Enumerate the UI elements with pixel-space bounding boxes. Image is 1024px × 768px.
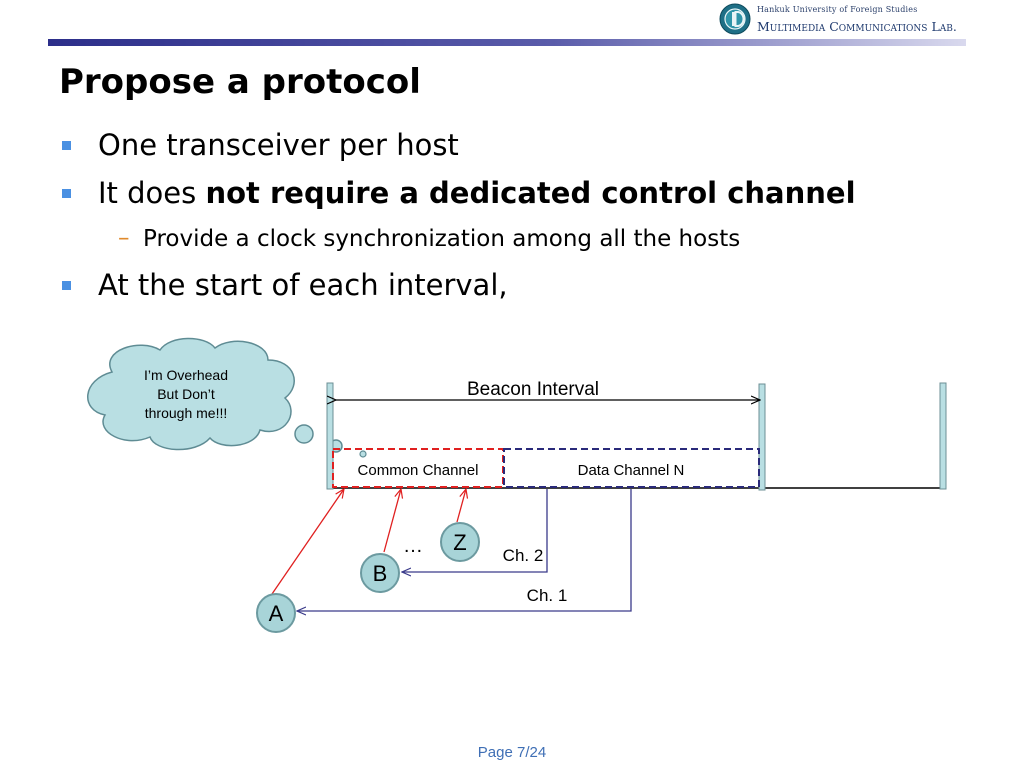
bubble-line-2: But Don’t [157,386,215,402]
ch1-label: Ch. 1 [527,586,568,605]
common-channel-label: Common Channel [358,462,479,479]
ch2-assignment-arrow [402,489,548,572]
data-channel-box [503,448,760,488]
bullet-2-bold: not require a dedicated control channel [205,176,856,210]
node-b-label: B [373,561,388,586]
university-name: Hankuk University of Foreign Studies [757,5,918,14]
lab-logo: Hankuk University of Foreign Studies Mul… [719,3,1019,37]
slide-title: Propose a protocol [59,62,421,102]
beacon-post-3 [939,382,947,490]
lab-name: Multimedia Communications Lab. [757,19,957,34]
header-divider-bar [48,39,966,46]
sub-bullet-1-text: Provide a clock synchronization among al… [143,226,741,252]
node-a: A [256,593,296,633]
arrow-b-to-common [383,489,401,553]
node-b: B [360,553,400,593]
ch1-assignment-arrow [297,489,632,611]
bullet-1-text: One transceiver per host [98,128,459,162]
dash-marker-icon: – [118,225,130,251]
university-seal-icon [719,3,751,35]
bullet-3-text: At the start of each interval, [98,268,508,302]
bullet-marker-icon [62,189,71,198]
bubble-line-1: I’m Overhead [144,367,228,383]
bullet-2-text: It does not require a dedicated control … [98,176,856,210]
node-z-label: Z [453,530,466,555]
bullet-2-prefix: It does [98,176,206,210]
node-z: Z [440,522,480,562]
bubble-line-3: through me!!! [145,405,228,421]
bullet-marker-icon [62,141,71,150]
beacon-post-2 [758,383,766,491]
data-channel-label: Data Channel N [578,462,685,479]
bullet-marker-icon [62,281,71,290]
ellipsis-label: … [403,535,423,557]
arrow-z-to-common [456,489,466,523]
page-number: Page 7/24 [477,744,547,761]
ch2-label: Ch. 2 [503,546,544,565]
node-a-label: A [269,601,284,626]
thought-bubble: I’m Overhead But Don’t through me!!! [87,337,367,458]
arrow-a-to-common [271,489,344,595]
beacon-post-1 [326,382,334,490]
beacon-interval-label: Beacon Interval [467,379,599,400]
